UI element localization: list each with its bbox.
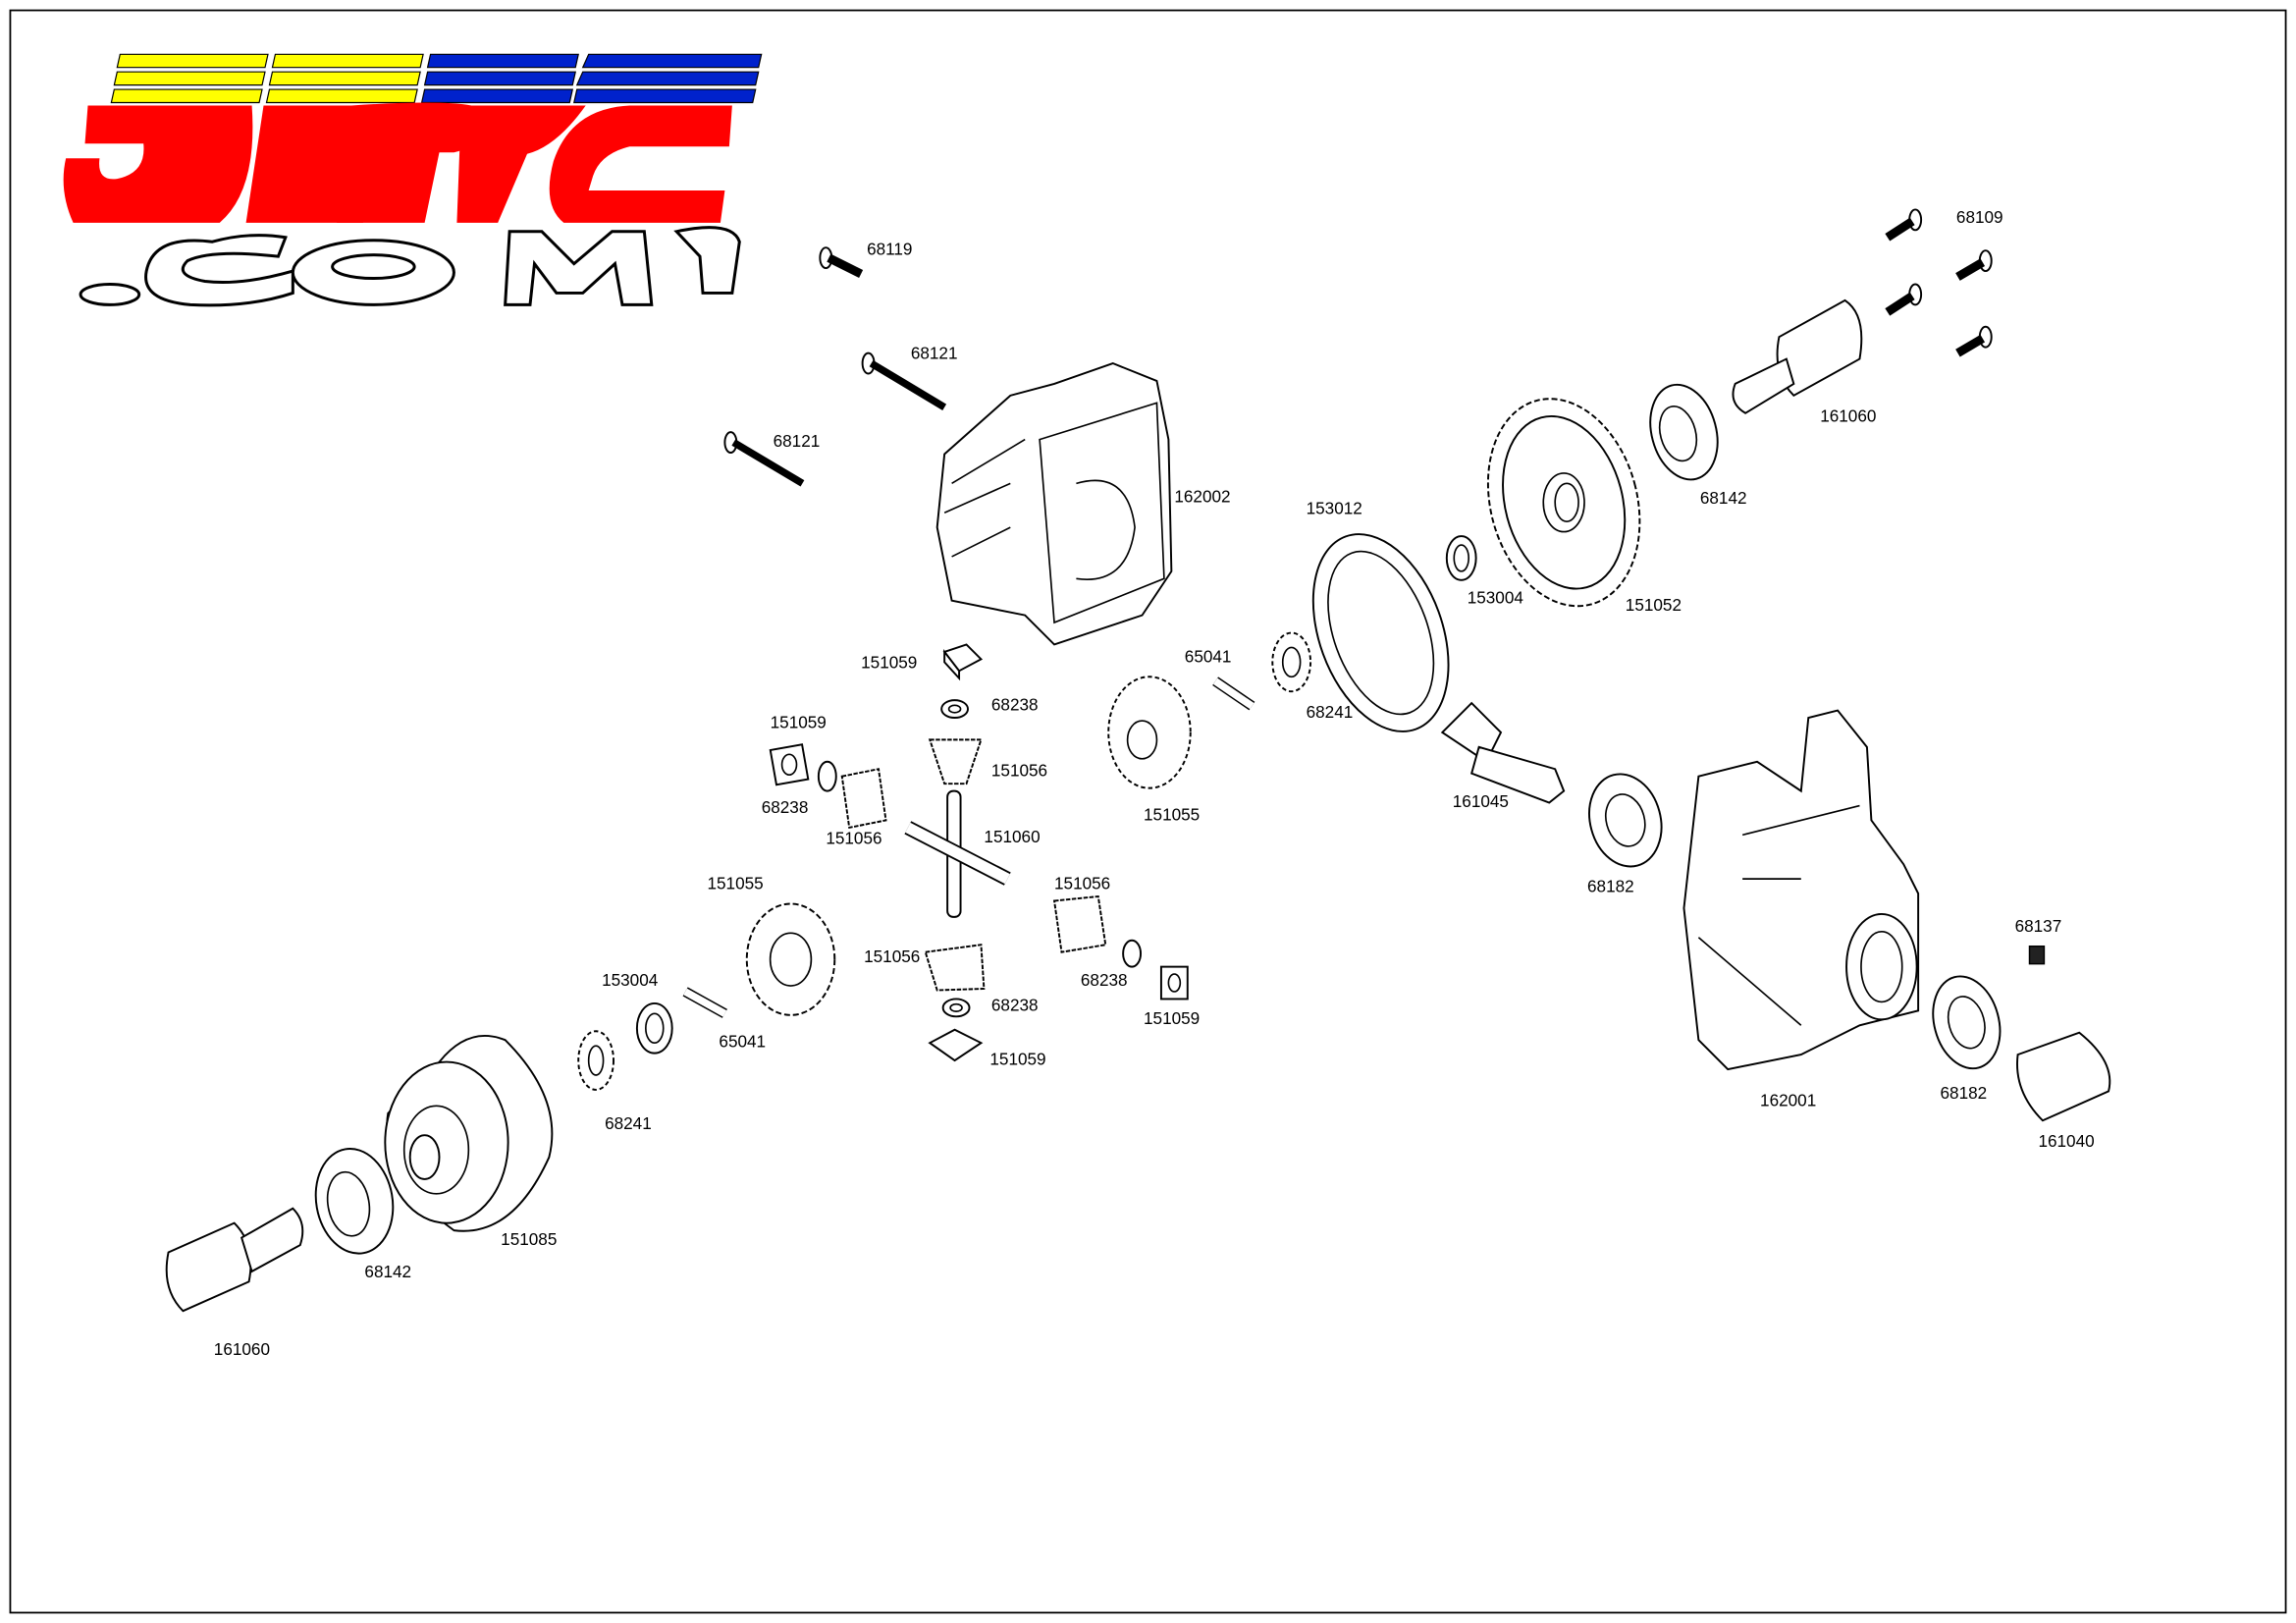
label-151056: 151056 <box>864 947 920 966</box>
label-68182: 68182 <box>1587 877 1634 896</box>
label-161040: 161040 <box>2038 1131 2094 1151</box>
label-68182: 68182 <box>1941 1083 1988 1103</box>
pin-65041-top <box>1212 676 1255 711</box>
bearing-68182-top <box>1588 773 1663 868</box>
label-153012: 153012 <box>1307 499 1362 518</box>
screw-68121-a <box>861 352 947 410</box>
label-68238: 68238 <box>991 995 1039 1014</box>
bevel-gear-151055-top <box>1107 676 1192 789</box>
label-68119: 68119 <box>867 240 912 259</box>
label-68142: 68142 <box>364 1262 411 1281</box>
label-68238: 68238 <box>991 695 1039 715</box>
screw-68119 <box>819 246 864 279</box>
label-68241: 68241 <box>1307 702 1354 722</box>
label-65041: 65041 <box>719 1032 766 1052</box>
ring-gear-151052 <box>1486 398 1641 608</box>
label-68109: 68109 <box>1956 207 2003 227</box>
outdrive-161040 <box>2016 1031 2111 1122</box>
label-68238: 68238 <box>762 797 809 817</box>
label-161060: 161060 <box>214 1339 270 1359</box>
label-162001: 162001 <box>1760 1090 1816 1109</box>
bearing-68142-top <box>1649 383 1719 481</box>
set-screw-68137 <box>2028 945 2046 965</box>
spacer-68241-top <box>1271 631 1312 693</box>
label-151055: 151055 <box>1144 804 1200 824</box>
label-151059: 151059 <box>771 712 827 731</box>
label-161045: 161045 <box>1453 791 1509 811</box>
label-68121: 68121 <box>911 344 958 363</box>
label-68238: 68238 <box>1081 970 1128 990</box>
label-151055: 151055 <box>707 874 763 893</box>
washer-153004-top <box>1445 535 1477 581</box>
outdrive-161060-bottom <box>165 1207 304 1313</box>
bearing-68142-bottom <box>314 1148 395 1255</box>
label-68137: 68137 <box>2015 916 2062 936</box>
label-151059: 151059 <box>989 1050 1045 1069</box>
label-153004: 153004 <box>602 970 659 990</box>
label-151059: 151059 <box>1144 1008 1200 1028</box>
part-labels: 68119 68121 68121 162002 151059 68238 15… <box>214 207 2095 1359</box>
diff-case-151085 <box>384 1034 554 1232</box>
label-68142: 68142 <box>1700 488 1747 508</box>
label-151059: 151059 <box>861 652 917 672</box>
page-border <box>9 9 2287 1614</box>
label-153004: 153004 <box>1468 588 1524 608</box>
screw-68121-b <box>723 431 805 487</box>
gearbox-case-162001 <box>1682 709 1920 1071</box>
outdrive-161060-top <box>1732 298 1863 414</box>
spider-gears-and-shaft <box>577 643 1189 1091</box>
gearbox-case-162002 <box>935 362 1173 646</box>
label-151060: 151060 <box>984 827 1040 846</box>
label-151052: 151052 <box>1626 595 1682 615</box>
screws-68109 <box>1885 208 1993 357</box>
label-151085: 151085 <box>501 1229 557 1249</box>
label-151056: 151056 <box>991 761 1047 781</box>
label-161060: 161060 <box>1820 406 1876 426</box>
label-68121: 68121 <box>774 431 821 451</box>
gasket-153012 <box>1311 533 1450 732</box>
label-151056: 151056 <box>826 828 881 847</box>
label-65041: 65041 <box>1185 646 1232 666</box>
label-151056: 151056 <box>1054 874 1110 893</box>
bearing-68182-bottom <box>1932 975 2002 1070</box>
pinion-161045 <box>1440 701 1566 804</box>
label-68241: 68241 <box>605 1113 652 1133</box>
logo <box>63 53 763 307</box>
label-162002: 162002 <box>1174 487 1230 507</box>
